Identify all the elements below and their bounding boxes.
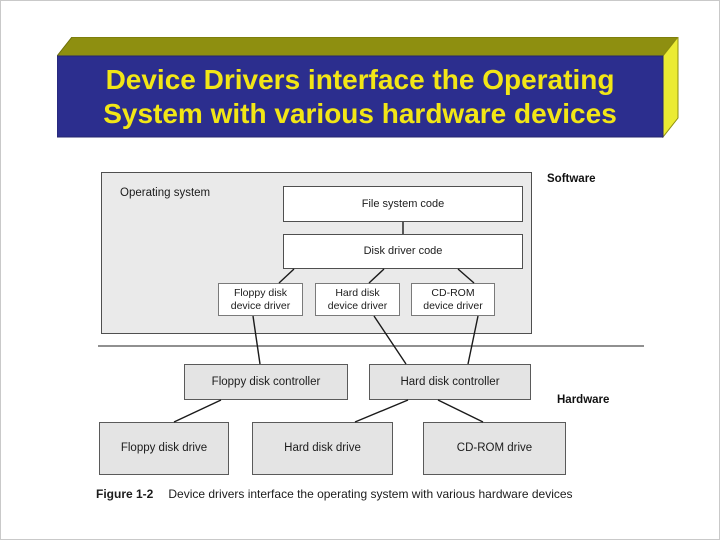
slide-title: Device Drivers interface the Operating S…: [57, 56, 663, 137]
node-floppy-disk-device-driver: Floppy disk device driver: [218, 283, 303, 316]
node-file-system-code: File system code: [283, 186, 523, 222]
hardware-section-label: Hardware: [557, 394, 610, 406]
figure-caption-text: Device drivers interface the operating s…: [168, 487, 573, 501]
software-section-label: Software: [547, 173, 596, 185]
figure-number: Figure 1-2: [96, 487, 154, 501]
node-floppy-disk-controller-label: Floppy disk controller: [211, 375, 321, 388]
node-floppy-disk-drive: Floppy disk drive: [99, 422, 229, 475]
hard-driver-line1: Hard disk: [335, 286, 380, 299]
edge-hard-controller-to-hard-drive: [354, 399, 409, 423]
node-floppy-disk-drive-label: Floppy disk drive: [120, 442, 208, 454]
floppy-driver-line1: Floppy disk: [233, 286, 288, 299]
floppy-driver-line2: device driver: [230, 299, 291, 312]
software-hardware-divider: [98, 345, 644, 347]
operating-system-label: Operating system: [120, 187, 211, 199]
title-banner: Device Drivers interface the Operating S…: [57, 37, 679, 138]
banner-3d-shape: [57, 37, 679, 138]
node-cdrom-device-driver: CD-ROM device driver: [411, 283, 495, 316]
node-hard-disk-device-driver: Hard disk device driver: [315, 283, 400, 316]
cdrom-driver-line2: device driver: [423, 299, 483, 312]
node-hard-disk-controller: Hard disk controller: [369, 364, 531, 400]
slide-title-line1: Device Drivers interface the Operating: [105, 63, 615, 95]
cdrom-driver-line1: CD-ROM: [431, 286, 475, 299]
node-file-system-code-label: File system code: [361, 197, 445, 210]
node-disk-driver-code-label: Disk driver code: [363, 245, 443, 257]
node-disk-driver-code: Disk driver code: [283, 234, 523, 269]
node-hard-disk-drive-label: Hard disk drive: [284, 442, 361, 454]
node-cdrom-drive: CD-ROM drive: [423, 422, 566, 475]
banner-front-face: [57, 55, 664, 138]
edge-hard-controller-to-cdrom-drive: [437, 399, 484, 423]
edge-floppy-controller-to-floppy-drive: [173, 399, 222, 423]
node-floppy-disk-controller: Floppy disk controller: [184, 364, 348, 400]
node-hard-disk-controller-label: Hard disk controller: [400, 375, 500, 388]
hard-driver-line2: device driver: [327, 299, 388, 312]
figure-caption: Figure 1-2 Device drivers interface the o…: [96, 487, 573, 501]
slide-title-line2: System with various hardware devices: [103, 97, 617, 129]
node-cdrom-drive-label: CD-ROM drive: [456, 442, 533, 454]
node-hard-disk-drive: Hard disk drive: [252, 422, 393, 475]
